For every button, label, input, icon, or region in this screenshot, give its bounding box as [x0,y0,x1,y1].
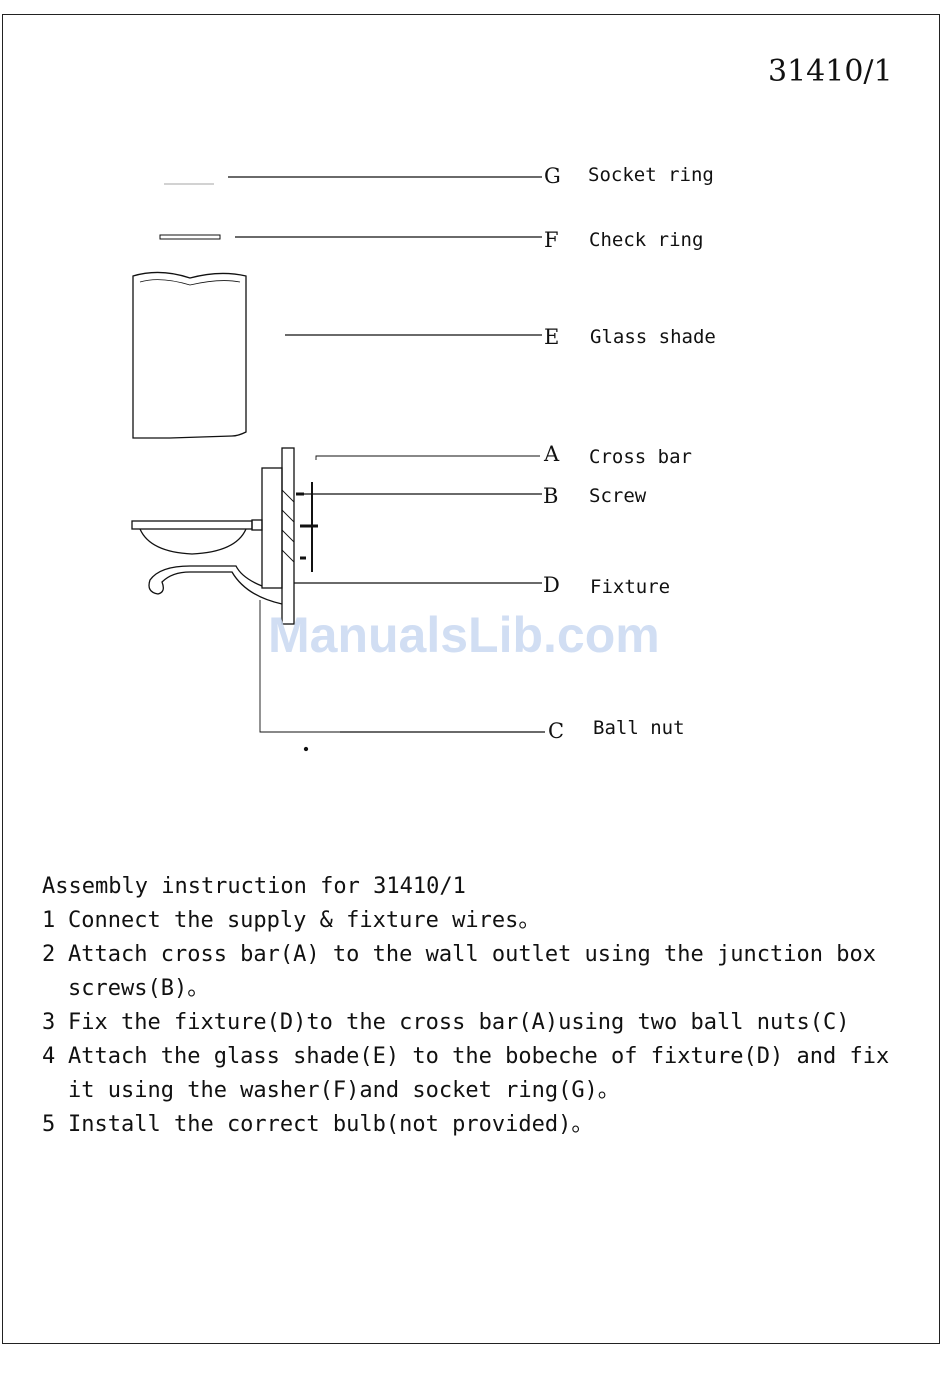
instruction-step: 2 Attach cross bar(A) to the wall outlet … [42,938,922,1006]
instruction-step: 4 Attach the glass shade(E) to the bobech… [42,1040,922,1108]
step-text: Fix the fixture(D)to the cross bar(A)usi… [68,1010,850,1035]
step-number: 5 [42,1112,56,1137]
part-letter-c: C [548,719,565,743]
part-label-cross-bar: Cross bar [589,446,692,468]
step-number: 2 [42,942,56,967]
diagram-drawing [131,176,545,752]
step-text: Connect the supply & fixture wires。 [68,908,541,933]
instruction-step: 5 Install the correct bulb(not provided)。 [42,1108,922,1142]
part-letter-e: E [544,325,560,349]
step-number: 3 [42,1010,56,1035]
step-number: 1 [42,908,56,933]
part-label-screw: Screw [589,485,647,507]
model-number: 31410/1 [768,54,893,89]
part-label-fixture: Fixture [590,576,671,598]
part-label-check-ring: Check ring [589,229,704,251]
step-text: Attach cross bar(A) to the wall outlet u… [68,942,876,1001]
exploded-parts-diagram: G Socket ring F Check ring E Glass shade… [131,164,716,752]
instruction-step: 1 Connect the supply & fixture wires。 [42,904,922,938]
glass-shade-drawing [132,271,247,439]
step-text: Install the correct bulb(not provided)。 [68,1112,594,1137]
leader-line-a [315,455,540,460]
part-letter-b: B [543,484,559,508]
step-number: 4 [42,1044,56,1069]
instruction-step: 3 Fix the fixture(D)to the cross bar(A)us… [42,1006,922,1040]
part-letter-d: D [543,573,560,597]
part-letter-a: A [544,442,560,466]
part-letter-f: F [544,228,559,252]
step-text: Attach the glass shade(E) to the bobeche… [68,1044,890,1103]
bobeche-drawing [131,520,253,530]
part-label-socket-ring: Socket ring [588,164,714,186]
page-border [2,14,940,1344]
watermark: ManualsLib.com [268,607,660,663]
instructions-title: Assembly instruction for 31410/1 [42,874,466,899]
part-letter-g: G [544,164,561,188]
part-label-ball-nut: Ball nut [593,717,685,739]
assembly-instructions: Assembly instruction for 31410/1 1 Connec… [42,870,922,1142]
part-label-glass-shade: Glass shade [590,326,716,348]
check-ring-drawing [159,234,221,240]
arm-drawing [148,565,283,605]
backplate-drawing [261,467,283,589]
